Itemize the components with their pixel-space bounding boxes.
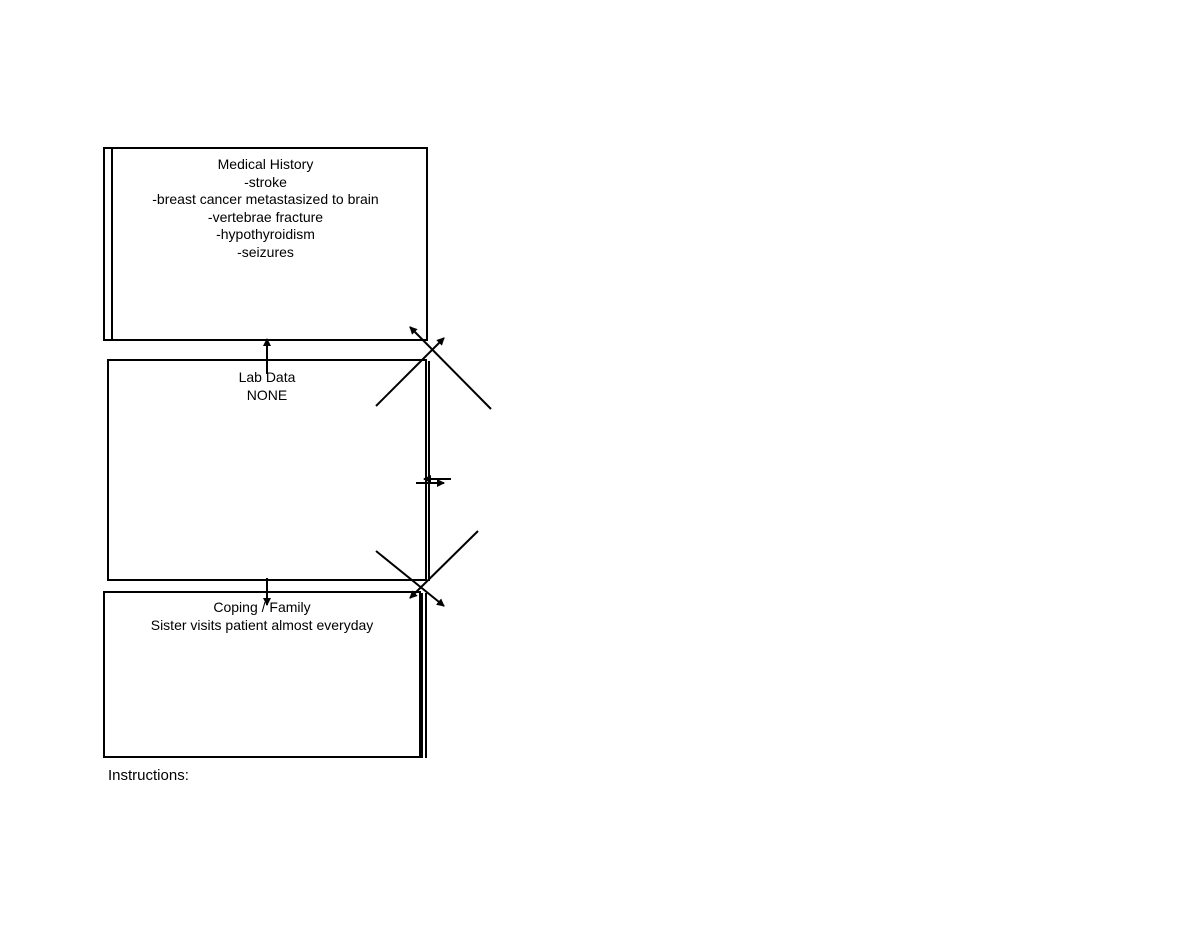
- medical-history-item: -breast cancer metastasized to brain: [152, 191, 379, 207]
- coping-family-item: Sister visits patient almost everyday: [150, 616, 374, 633]
- instructions-label: Instructions:: [108, 767, 189, 784]
- medical-history-item: -seizures: [237, 243, 294, 260]
- coping-family-title: Coping / Family: [213, 599, 311, 615]
- medical-history-title: Medical History: [217, 156, 314, 172]
- lab-data-box: Lab Data NONE: [107, 359, 430, 581]
- medical-history-item: -stroke: [244, 173, 287, 190]
- coping-family-text: Coping / Family Sister visits patient al…: [105, 599, 419, 634]
- medical-history-box: Medical History -stroke -breast cancer m…: [103, 147, 428, 341]
- medical-history-text: Medical History -stroke -breast cancer m…: [105, 156, 426, 261]
- medical-history-item: -hypothyroidism: [216, 226, 315, 242]
- lab-data-text: Lab Data NONE: [109, 369, 425, 404]
- medical-history-item: -vertebrae fracture: [207, 208, 324, 225]
- lab-data-title: Lab Data: [238, 369, 296, 385]
- lab-data-item: NONE: [246, 386, 288, 403]
- coping-family-box: Coping / Family Sister visits patient al…: [103, 591, 427, 758]
